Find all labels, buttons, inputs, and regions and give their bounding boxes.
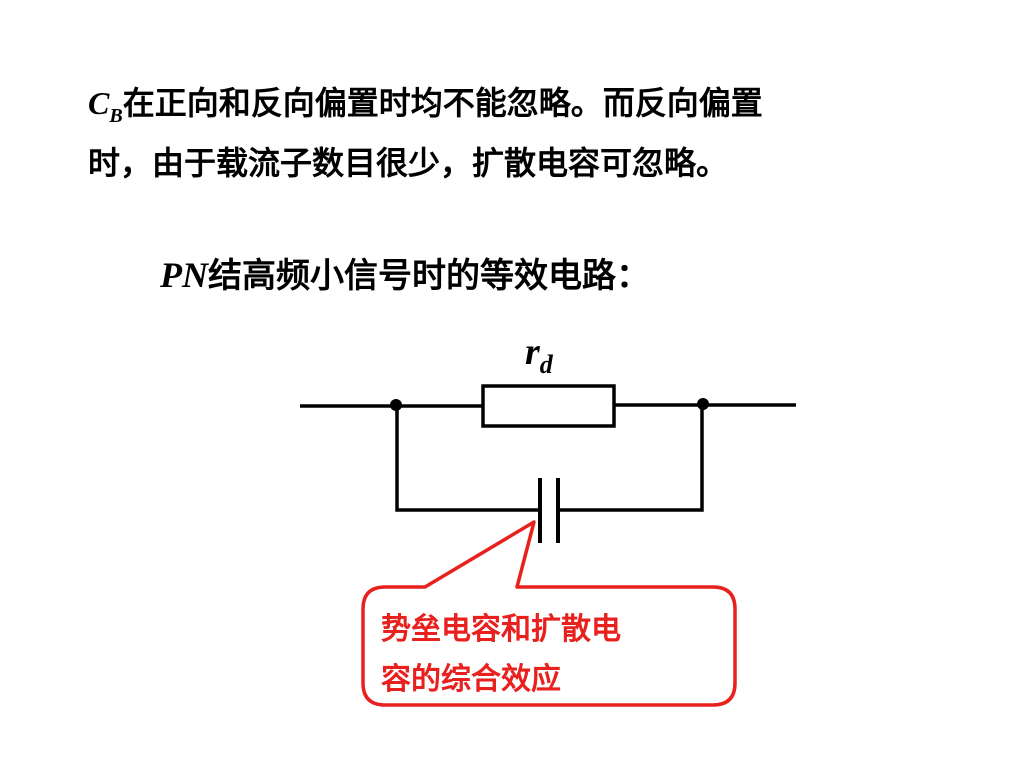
equivalent-circuit-heading: PN结高频小信号时的等效电路：	[160, 248, 650, 297]
capacitor-branch-right-wire	[558, 405, 704, 512]
heading-text: 结高频小信号时的等效电路：	[208, 258, 650, 295]
intro-line-2-text: 时，由于载流子数目很少，扩散电容可忽略。	[88, 145, 729, 181]
callout-pointer	[361, 520, 737, 707]
intro-paragraph: CB在正向和反向偏置时均不能忽略。而反向偏置	[88, 85, 763, 127]
capacitor-branch-left-wire	[395, 405, 540, 512]
resistor-label-r: r	[525, 331, 540, 373]
intro-line-2: 时，由于载流子数目很少，扩散电容可忽略。	[88, 145, 728, 181]
capacitance-symbol: C	[88, 85, 110, 121]
intro-line-1-text: 在正向和反向偏置时均不能忽略。而反向偏置	[122, 85, 763, 121]
callout-line-1: 势垒电容和扩散电	[381, 613, 621, 646]
capacitance-callout: 势垒电容和扩散电 容的综合效应	[381, 605, 621, 705]
callout-line-2: 容的综合效应	[381, 663, 561, 696]
resistor-label: rd	[525, 330, 553, 379]
intro-line-1: CB在正向和反向偏置时均不能忽略。而反向偏置	[88, 85, 763, 127]
resistor-rd	[481, 384, 616, 428]
resistor-label-subscript: d	[539, 350, 553, 379]
pn-symbol: PN	[160, 255, 208, 295]
junction-node-right	[697, 398, 709, 410]
capacitance-symbol-subscript: B	[109, 105, 123, 127]
